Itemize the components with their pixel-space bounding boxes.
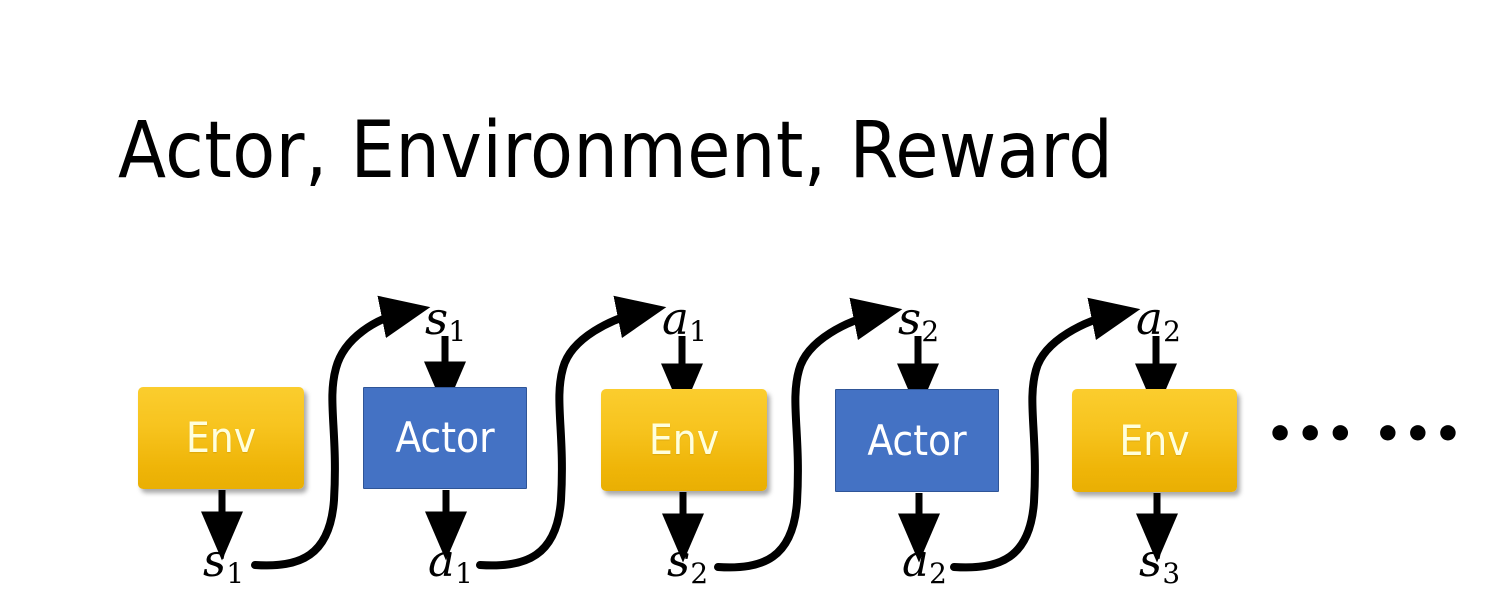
node-box-label: Env — [185, 413, 257, 462]
math-label-top-s2: s2 — [898, 296, 939, 346]
math-label-top-s1: s1 — [425, 296, 466, 346]
node-box-label: Env — [1119, 415, 1190, 465]
math-subscript: 1 — [448, 315, 467, 349]
math-subscript: 2 — [929, 557, 947, 591]
math-symbol: s — [203, 534, 227, 587]
math-subscript: 2 — [690, 557, 709, 591]
node-box-actor-2: Actor — [835, 389, 999, 492]
math-label-bot-a1: a1 — [428, 538, 473, 588]
math-label-bot-s3: s3 — [1139, 538, 1180, 588]
math-subscript: 3 — [1162, 557, 1181, 591]
node-box-env-2: Env — [601, 389, 767, 491]
page-title: Actor, Environment, Reward — [118, 106, 1114, 196]
ellipsis-continuation: ••• ••• — [1266, 409, 1465, 460]
math-symbol: a — [662, 292, 689, 345]
node-box-label: Actor — [395, 413, 495, 462]
math-label-top-a1: a1 — [662, 296, 707, 346]
node-box-env-1: Env — [138, 387, 304, 489]
math-symbol: s — [667, 534, 691, 587]
math-label-top-a2: a2 — [1136, 296, 1181, 346]
math-subscript: 1 — [455, 557, 473, 591]
math-symbol: s — [898, 292, 922, 345]
math-label-bot-s2: s2 — [667, 538, 708, 588]
math-subscript: 1 — [689, 315, 707, 349]
node-box-label: Actor — [867, 415, 967, 465]
math-symbol: a — [902, 534, 929, 587]
math-symbol: a — [428, 534, 455, 587]
node-box-label: Env — [648, 415, 720, 464]
math-symbol: s — [1139, 534, 1163, 587]
math-subscript: 2 — [1163, 315, 1181, 349]
math-symbol: a — [1136, 292, 1163, 345]
math-subscript: 2 — [921, 315, 940, 349]
math-subscript: 1 — [226, 557, 245, 591]
node-box-env-3: Env — [1072, 389, 1237, 492]
math-label-bot-s1: s1 — [203, 538, 244, 588]
math-label-bot-a2: a2 — [902, 538, 947, 588]
node-box-actor-1: Actor — [363, 387, 527, 489]
math-symbol: s — [425, 292, 449, 345]
